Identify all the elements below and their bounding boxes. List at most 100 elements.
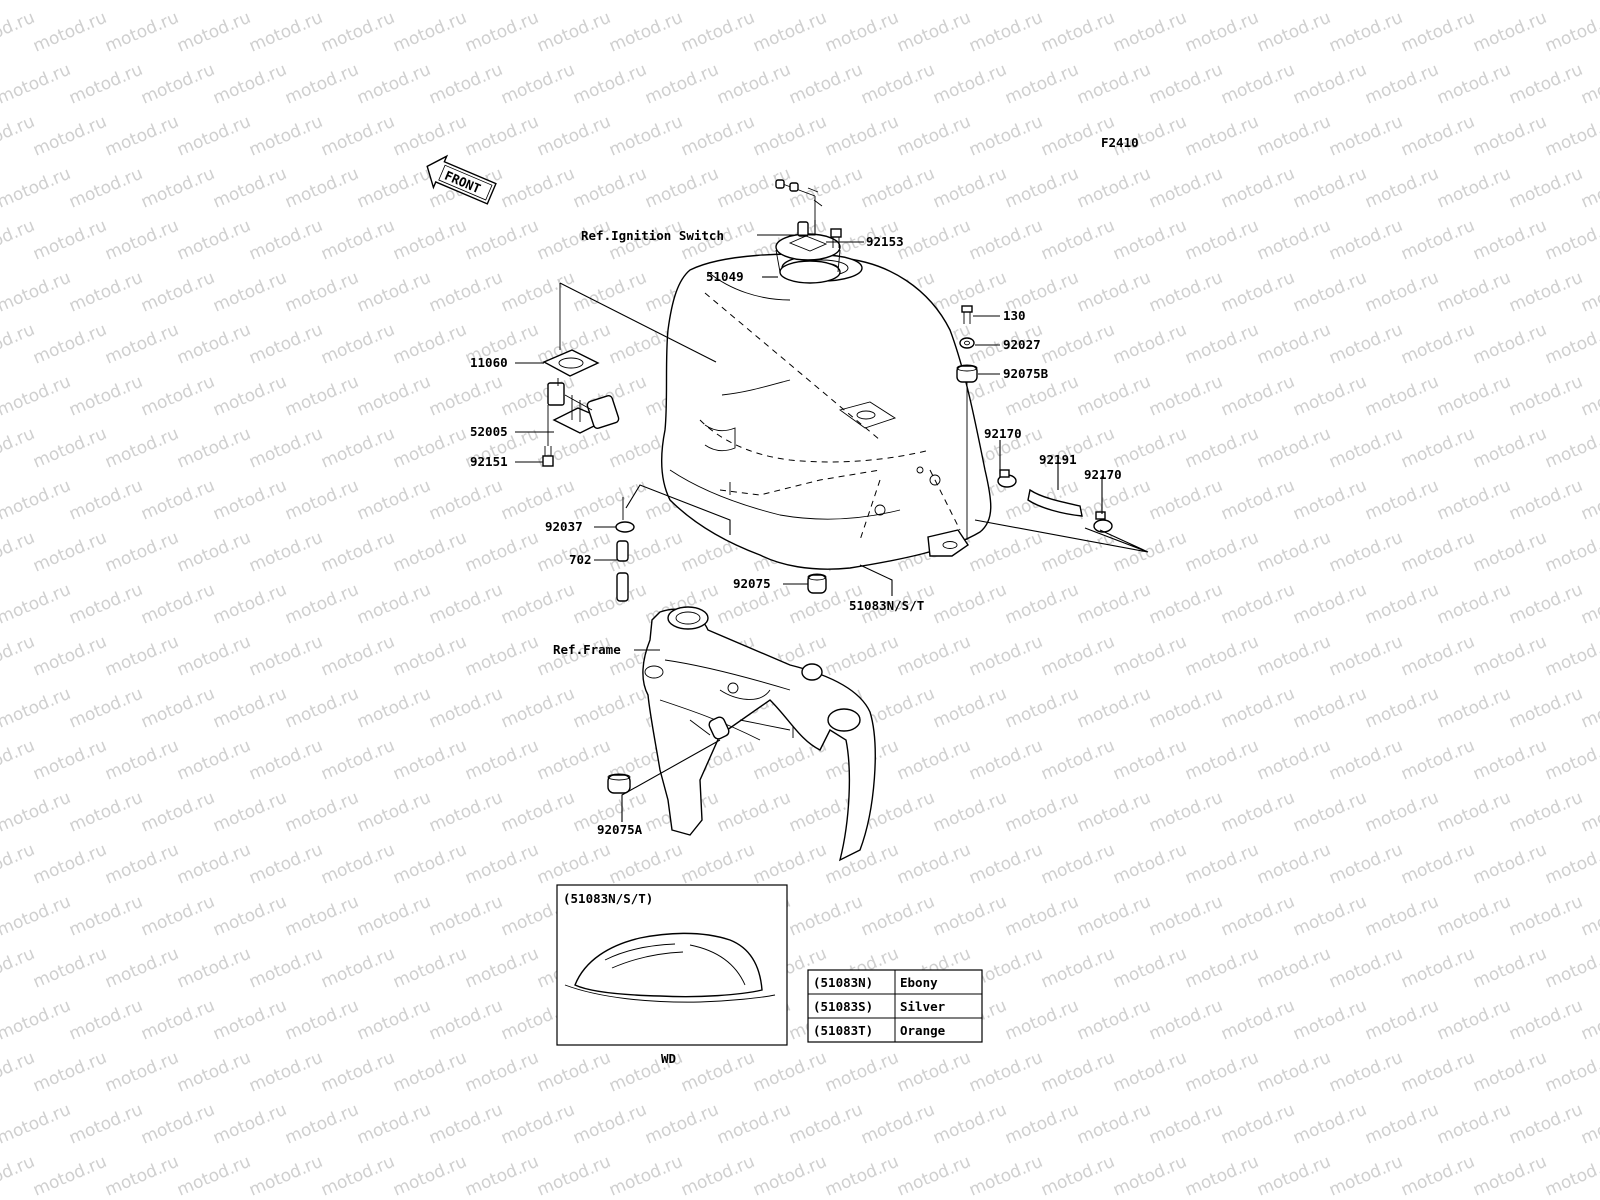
damper-92075: [807, 573, 827, 594]
watermark-text: motod.ru: [354, 788, 434, 837]
watermark-text: motod.ru: [102, 944, 182, 993]
watermark-text: motod.ru: [0, 528, 38, 577]
watermark-text: motod.ru: [0, 164, 74, 213]
watermark-text: motod.ru: [1542, 632, 1600, 681]
watermark-text: motod.ru: [462, 736, 542, 785]
watermark-text: motod.ru: [1290, 372, 1370, 421]
watermark-text: motod.ru: [1074, 996, 1154, 1045]
watermark-text: motod.ru: [966, 840, 1046, 889]
watermark-text: motod.ru: [1218, 0, 1298, 5]
watermark-text: motod.ru: [606, 840, 686, 889]
bolt-92151: [542, 446, 554, 467]
watermark-text: motod.ru: [894, 8, 974, 57]
color-code-n: (51083N): [813, 975, 873, 990]
watermark-text: motod.ru: [30, 1048, 110, 1097]
inset-box: (51083N/S/T) WD: [556, 884, 788, 1066]
watermark-text: motod.ru: [1182, 528, 1262, 577]
watermark-text: motod.ru: [102, 632, 182, 681]
watermark-text: motod.ru: [174, 840, 254, 889]
watermark-text: motod.ru: [246, 840, 326, 889]
watermark-text: motod.ru: [966, 8, 1046, 57]
watermark-text: motod.ru: [930, 60, 1010, 109]
label-52005: 52005: [470, 424, 508, 439]
watermark-text: motod.ru: [66, 60, 146, 109]
watermark-text: motod.ru: [1362, 372, 1442, 421]
watermark-text: motod.ru: [678, 8, 758, 57]
watermark-text: motod.ru: [822, 8, 902, 57]
watermark-text: motod.ru: [1218, 164, 1298, 213]
watermark-text: motod.ru: [570, 1100, 650, 1149]
watermark-text: motod.ru: [1578, 0, 1600, 5]
watermark-text: motod.ru: [0, 1048, 38, 1097]
watermark-text: motod.ru: [0, 1152, 38, 1200]
watermark-text: motod.ru: [210, 1100, 290, 1149]
watermark-text: motod.ru: [822, 1152, 902, 1200]
watermark-text: motod.ru: [138, 788, 218, 837]
watermark-text: motod.ru: [1506, 996, 1586, 1045]
watermark-text: motod.ru: [1290, 996, 1370, 1045]
watermark-text: motod.ru: [210, 892, 290, 941]
watermark-text: motod.ru: [138, 892, 218, 941]
label-92191: 92191: [1039, 452, 1077, 467]
watermark-text: motod.ru: [606, 112, 686, 161]
watermark-text: motod.ru: [1218, 476, 1298, 525]
watermark-text: motod.ru: [894, 1152, 974, 1200]
watermark-text: motod.ru: [390, 216, 470, 265]
watermark-text: motod.ru: [498, 580, 578, 629]
watermark-text: motod.ru: [1146, 164, 1226, 213]
watermark-text: motod.ru: [66, 684, 146, 733]
watermark-text: motod.ru: [138, 684, 218, 733]
watermark-text: motod.ru: [894, 112, 974, 161]
watermark-text: motod.ru: [1542, 424, 1600, 473]
watermark-text: motod.ru: [1002, 580, 1082, 629]
watermark-text: motod.ru: [1578, 268, 1600, 317]
watermark-text: motod.ru: [1434, 60, 1514, 109]
watermark-text: motod.ru: [102, 320, 182, 369]
watermark-text: motod.ru: [390, 736, 470, 785]
watermark-text: motod.ru: [318, 944, 398, 993]
watermark-text: motod.ru: [1326, 216, 1406, 265]
watermark-text: motod.ru: [822, 840, 902, 889]
watermark-text: motod.ru: [1146, 580, 1226, 629]
watermark-text: motod.ru: [966, 632, 1046, 681]
watermark-text: motod.ru: [138, 164, 218, 213]
color-table: (51083N) Ebony (51083S) Silver (51083T) …: [807, 969, 983, 1043]
watermark-text: motod.ru: [930, 0, 1010, 5]
watermark-text: motod.ru: [102, 1152, 182, 1200]
watermark-text: motod.ru: [390, 424, 470, 473]
watermark-text: motod.ru: [678, 112, 758, 161]
watermark-text: motod.ru: [1326, 112, 1406, 161]
watermark-text: motod.ru: [606, 1152, 686, 1200]
watermark-text: motod.ru: [1470, 1048, 1550, 1097]
watermark-text: motod.ru: [1470, 1152, 1550, 1200]
watermark-text: motod.ru: [282, 1100, 362, 1149]
watermark-text: motod.ru: [246, 8, 326, 57]
watermark-text: motod.ru: [0, 0, 74, 5]
watermark-text: motod.ru: [750, 1048, 830, 1097]
watermark-text: motod.ru: [210, 268, 290, 317]
clamp-92170-right: [1093, 511, 1113, 533]
watermark-text: motod.ru: [354, 268, 434, 317]
watermark-text: motod.ru: [1002, 0, 1082, 5]
watermark-text: motod.ru: [1542, 944, 1600, 993]
watermark-text: motod.ru: [1542, 840, 1600, 889]
watermark-text: motod.ru: [1542, 112, 1600, 161]
watermark-text: motod.ru: [102, 8, 182, 57]
watermark-text: motod.ru: [1182, 840, 1262, 889]
watermark-text: motod.ru: [1182, 320, 1262, 369]
watermark-text: motod.ru: [570, 268, 650, 317]
watermark-text: motod.ru: [318, 1152, 398, 1200]
watermark-text: motod.ru: [1182, 8, 1262, 57]
watermark-text: motod.ru: [318, 632, 398, 681]
watermark-text: motod.ru: [1470, 944, 1550, 993]
watermark-text: motod.ru: [1038, 1048, 1118, 1097]
watermark-text: motod.ru: [1398, 8, 1478, 57]
watermark-text: motod.ru: [282, 60, 362, 109]
watermark-text: motod.ru: [1074, 60, 1154, 109]
watermark-text: motod.ru: [282, 996, 362, 1045]
watermark-text: motod.ru: [0, 112, 38, 161]
watermark-text: motod.ru: [1362, 1100, 1442, 1149]
watermark-text: motod.ru: [1146, 268, 1226, 317]
watermark-text: motod.ru: [1146, 0, 1226, 5]
watermark-text: motod.ru: [714, 60, 794, 109]
